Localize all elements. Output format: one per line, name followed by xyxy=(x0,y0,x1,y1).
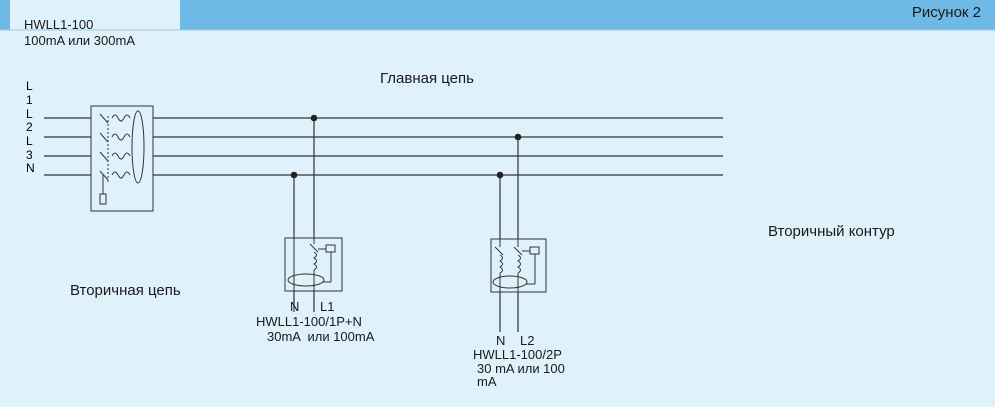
device1-rcd-symbol xyxy=(284,237,343,292)
device2-terminal-n: N xyxy=(496,333,506,348)
device1-terminal-n: N xyxy=(290,299,300,314)
junction-dot xyxy=(514,133,522,141)
device2-terminal-l: L2 xyxy=(520,333,535,348)
device2-rcd-symbol xyxy=(490,238,547,293)
header-rating: 100mA или 300mA xyxy=(24,33,135,48)
main-circuit-label: Главная цепь xyxy=(380,70,474,87)
bus-label-char: 1 xyxy=(26,93,33,107)
bus-label-char: L xyxy=(26,107,33,121)
figure-label: Рисунок 2 xyxy=(911,4,981,21)
secondary-contour-label: Вторичный контур xyxy=(768,223,895,240)
junction-dot xyxy=(310,114,318,122)
bus-label-char: 3 xyxy=(26,148,33,162)
main-rcd-contacts xyxy=(99,113,109,183)
device2-model: HWLL1-100/2P xyxy=(473,347,562,362)
header-model: HWLL1-100 xyxy=(24,17,94,32)
junction-dot xyxy=(496,171,504,179)
bus-label-char: 2 xyxy=(26,120,33,134)
device1-model: HWLL1-100/1P+N xyxy=(256,314,362,329)
diagram-panel xyxy=(0,30,995,407)
device2-rating-line2: mA xyxy=(477,374,497,389)
device1-terminal-l: L1 xyxy=(320,299,335,314)
device2-rating-line1: 30 mA или 100 xyxy=(477,361,565,376)
bus-label-char: L xyxy=(26,79,33,93)
secondary-circuit-label: Вторичная цепь xyxy=(70,282,181,299)
bus-label-char: N xyxy=(26,161,35,175)
device1-rating: 30mA или 100mA xyxy=(267,329,375,344)
main-rcd-symbol xyxy=(90,105,154,212)
bus-label-char: L xyxy=(26,134,33,148)
junction-dot xyxy=(290,171,298,179)
main-bus xyxy=(44,117,723,176)
left-header-box xyxy=(10,0,180,50)
